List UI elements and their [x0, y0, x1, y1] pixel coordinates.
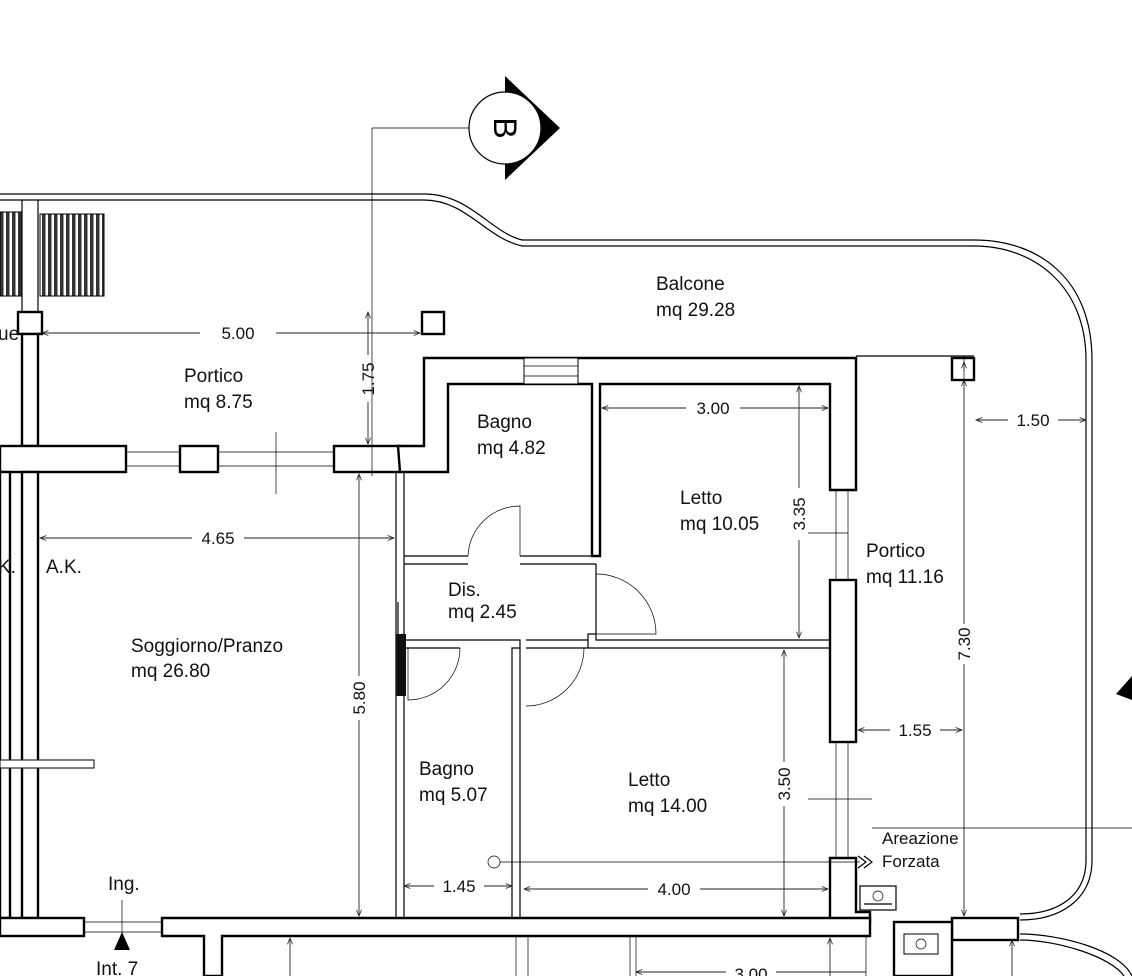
room-area-balcone: mq 29.28: [656, 300, 735, 321]
dim-bagno-b-width: 1.45: [442, 877, 475, 896]
room-name-bagno-b: Bagno: [419, 759, 474, 780]
dim-letto-a-width: 3.00: [696, 399, 729, 418]
dim-letto-a-depth: 3.35: [790, 497, 809, 530]
room-name-letto-b: Letto: [628, 770, 670, 791]
room-area-dis: mq 2.45: [448, 602, 517, 623]
section-marker-right-arrow: [1116, 676, 1132, 700]
room-area-letto-b: mq 14.00: [628, 796, 707, 817]
room-name-bagno-a: Bagno: [477, 412, 532, 433]
label-entrance: Ing.: [108, 874, 140, 895]
room-area-bagno-b: mq 5.07: [419, 785, 488, 806]
dim-portico-width: 5.00: [221, 324, 254, 343]
label-areazione-2: Forzata: [882, 852, 940, 871]
walls: [0, 310, 1020, 976]
label-cut-left: ue: [0, 324, 19, 345]
door-swings: [407, 505, 657, 707]
forced-ventilation: [487, 827, 1132, 869]
dim-letto-b-width: 4.00: [657, 880, 690, 899]
label-unit: Int. 7: [96, 959, 138, 976]
room-area-portico-b: mq 11.16: [866, 567, 944, 588]
room-name-portico-b: Portico: [866, 541, 925, 562]
room-name-soggiorno: Soggiorno/Pranzo: [131, 636, 283, 657]
room-area-soggiorno: mq 26.80: [131, 661, 210, 682]
dimension-labels: 5.00 1.75 3.00 3.35 1.50 4.65 5.80 7.30 …: [201, 324, 1049, 976]
dim-portico-depth: 1.75: [359, 362, 378, 395]
room-area-bagno-a: mq 4.82: [477, 438, 546, 459]
label-ak: A.K.: [46, 557, 82, 578]
room-area-letto-a: mq 10.05: [680, 514, 759, 535]
room-labels: Balcone mq 29.28 Portico mq 8.75 Bagno m…: [0, 274, 959, 976]
dim-letto-b-depth: 3.50: [775, 767, 794, 800]
louver-panels: [0, 200, 105, 312]
balcony-outline: [0, 193, 1132, 976]
label-areazione-1: Areazione: [882, 829, 959, 848]
section-letter: B: [487, 117, 523, 138]
label-ak-left: K.: [0, 557, 16, 578]
room-name-letto-a: Letto: [680, 488, 722, 509]
dim-soggiorno-depth: 5.80: [350, 681, 369, 714]
entrance-marker: [114, 900, 130, 950]
dimension-lines: [40, 312, 1086, 976]
room-area-portico-a: mq 8.75: [184, 392, 253, 413]
dim-balcone-depth: 1.50: [1016, 411, 1049, 430]
dim-soggiorno-width: 4.65: [201, 529, 234, 548]
dim-portico-b-depth: 7.30: [955, 627, 974, 660]
room-name-balcone: Balcone: [656, 274, 725, 295]
room-name-dis: Dis.: [448, 580, 481, 601]
room-name-portico-a: Portico: [184, 366, 243, 387]
dim-portico-b-width: 1.55: [898, 721, 931, 740]
section-marker-b: B: [371, 76, 560, 476]
dim-bottom-partial: 3.00: [734, 965, 767, 976]
